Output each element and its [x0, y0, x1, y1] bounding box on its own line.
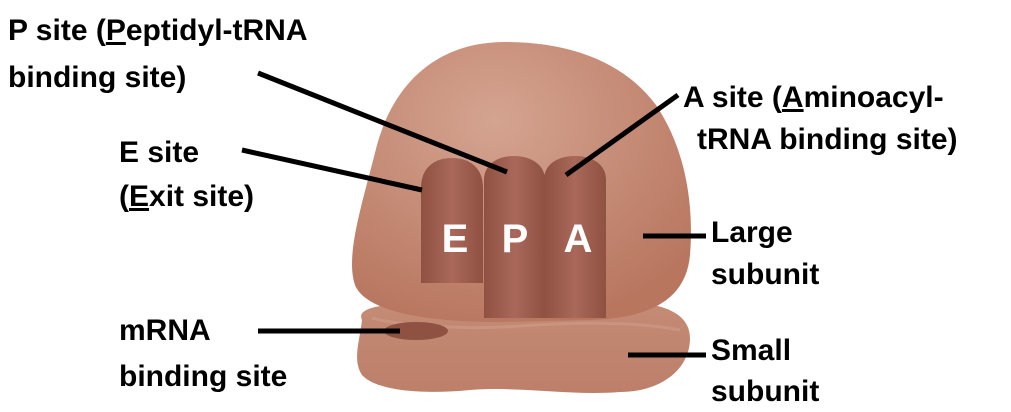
large-subunit-label-line2: subunit	[711, 258, 819, 291]
small-subunit-label-line1: Small	[711, 334, 791, 367]
a-site-label-line1: A site (Aminoacyl-	[683, 81, 944, 114]
a-site-letter: A	[564, 217, 593, 261]
p-site-label-line2: binding site)	[8, 61, 186, 94]
e-site-label-line2: (Exit site)	[119, 180, 254, 213]
e-site-letter: E	[442, 217, 469, 261]
small-subunit-label-line2: subunit	[711, 375, 819, 407]
a-site-label-line2: tRNA binding site)	[697, 123, 958, 156]
p-site-letter: P	[502, 217, 529, 261]
mrna-site-label-line1: mRNA	[119, 314, 211, 347]
large-subunit-label-line1: Large	[711, 216, 793, 249]
e-site-label-line1: E site	[119, 136, 199, 169]
mrna-site-label-line2: binding site	[119, 360, 287, 393]
p-site-label-line1: P site (Peptidyl-tRNA	[8, 14, 308, 47]
